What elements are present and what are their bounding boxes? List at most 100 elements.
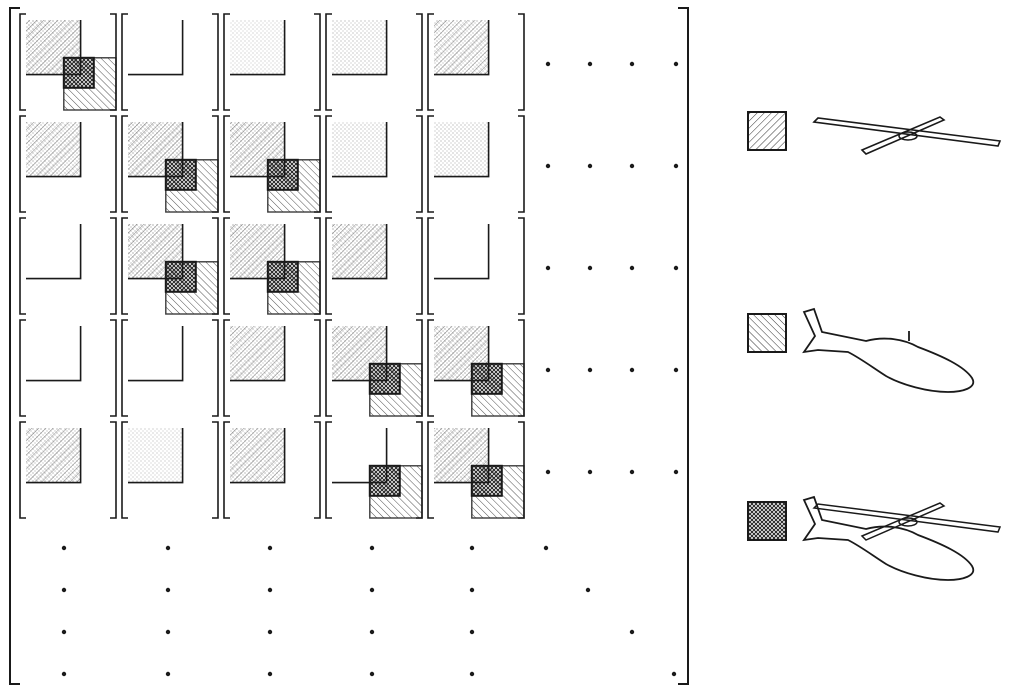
matrix-block (122, 218, 218, 314)
matrix-block (428, 116, 524, 212)
matrix-block (122, 14, 218, 110)
legend-combined-swatch (748, 502, 786, 540)
block-bracket-right (314, 422, 320, 518)
block-bracket-left (224, 116, 230, 212)
block-overlap-region (472, 364, 502, 394)
matrix-block (428, 320, 524, 416)
ellipsis-dot (166, 672, 170, 676)
ellipsis-dot (166, 546, 170, 550)
ellipsis-dot (546, 164, 550, 168)
block-bracket-right (416, 116, 422, 212)
ellipsis-dot (588, 470, 592, 474)
legend-rotor (748, 112, 1000, 154)
ellipsis-dot (546, 266, 550, 270)
ellipsis-dot (630, 368, 634, 372)
block-hatch (26, 428, 81, 483)
block-bracket-left (224, 218, 230, 314)
block-overlap-region (64, 58, 94, 88)
block-bracket-left (224, 320, 230, 416)
block-bracket-left (122, 218, 128, 314)
ellipsis-dot (586, 588, 590, 592)
block-bracket-right (212, 14, 218, 110)
matrix-block (326, 422, 422, 518)
block-hatch (434, 20, 489, 75)
matrix-block (122, 422, 218, 518)
matrix-block (428, 422, 524, 518)
block-shade (230, 20, 285, 75)
block-bracket-left (428, 116, 434, 212)
block-bracket-left (224, 422, 230, 518)
block-shade (332, 20, 387, 75)
ellipsis-dot (630, 164, 634, 168)
legend-combined (748, 497, 1000, 580)
block-corner (434, 224, 489, 279)
block-bracket-right (212, 320, 218, 416)
legend-rotor-swatch (748, 112, 786, 150)
ellipsis-dot (630, 630, 634, 634)
block-overlap-region (472, 466, 502, 496)
ellipsis-dot (546, 470, 550, 474)
ellipsis-dot (546, 62, 550, 66)
matrix-block (224, 14, 320, 110)
block-bracket-right (314, 320, 320, 416)
block-overlap-region (166, 262, 196, 292)
block-overlap-region (370, 466, 400, 496)
helicopter-full-icon (804, 497, 1000, 580)
block-bracket-left (122, 320, 128, 416)
block-hatch (26, 122, 81, 177)
block-bracket-left (224, 14, 230, 110)
matrix-block (326, 116, 422, 212)
block-shade (434, 122, 489, 177)
ellipsis-dot (62, 630, 66, 634)
block-bracket-left (20, 14, 26, 110)
ellipsis-dot (268, 588, 272, 592)
ellipsis-dot (166, 630, 170, 634)
matrix-block (20, 422, 116, 518)
block-overlap-region (268, 262, 298, 292)
ellipsis-dot (470, 672, 474, 676)
block-bracket-left (326, 218, 332, 314)
block-bracket-left (122, 422, 128, 518)
ellipsis-dot (370, 672, 374, 676)
matrix-block (428, 14, 524, 110)
block-bracket-left (20, 422, 26, 518)
matrix-bracket-left (10, 8, 20, 684)
block-hatch (230, 428, 285, 483)
rotor-blades-icon (814, 117, 1000, 154)
ellipsis-dot (672, 672, 676, 676)
block-bracket-left (122, 14, 128, 110)
matrix-block (326, 218, 422, 314)
block-bracket-left (20, 116, 26, 212)
matrix-block (428, 218, 524, 314)
ellipsis-dot (630, 470, 634, 474)
matrix-block (122, 116, 218, 212)
ellipsis-dot (674, 266, 678, 270)
block-bracket-left (428, 14, 434, 110)
block-corner (128, 326, 183, 381)
block-overlap-region (268, 160, 298, 190)
block-hatch (332, 224, 387, 279)
block-bracket-left (428, 422, 434, 518)
ellipsis-dot (470, 630, 474, 634)
matrix-block (20, 218, 116, 314)
block-bracket-left (326, 320, 332, 416)
ellipsis-dot (588, 368, 592, 372)
matrix-block (224, 320, 320, 416)
block-bracket-right (110, 320, 116, 416)
ellipsis-dot (630, 266, 634, 270)
ellipsis-dot (62, 588, 66, 592)
block-shade (332, 122, 387, 177)
matrix-block (224, 116, 320, 212)
ellipsis-dot (470, 588, 474, 592)
block-bracket-right (416, 218, 422, 314)
ellipsis-dot (370, 546, 374, 550)
ellipsis-dot (544, 546, 548, 550)
matrix-block (224, 422, 320, 518)
ellipsis-dot (630, 62, 634, 66)
matrix-block (326, 320, 422, 416)
matrix-block (20, 14, 116, 110)
block-shade (128, 428, 183, 483)
block-bracket-right (518, 218, 524, 314)
ellipsis-dot (62, 672, 66, 676)
